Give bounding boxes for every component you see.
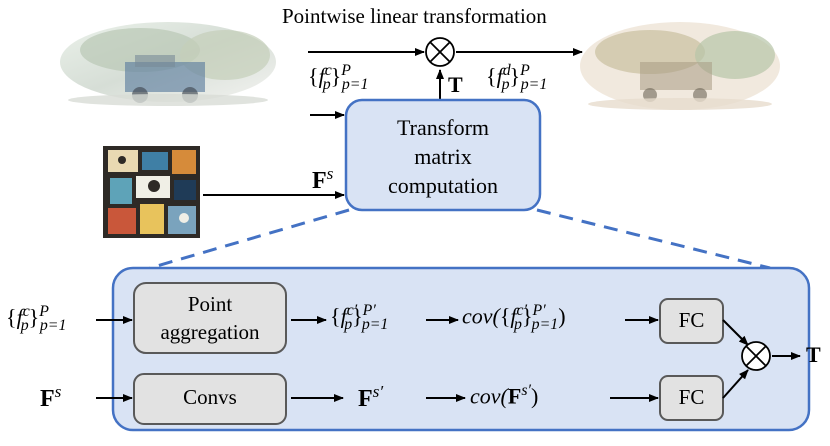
convs-label: Convs — [183, 385, 237, 409]
diagram-title: Pointwise linear transformation — [282, 4, 547, 28]
covariance-style-label: cov(Fs′) — [470, 382, 539, 409]
point-aggregation-label: Point aggregation — [160, 292, 260, 344]
transform-matrix-computation-label: Transform matrix computation — [388, 115, 498, 198]
multiply-node-detail — [741, 341, 771, 371]
input-points-label: {fcp}Pp=1 — [308, 62, 369, 93]
T-label-top: T — [448, 72, 463, 97]
convs-box — [133, 373, 287, 425]
arrow-fc-top-to-multiply — [722, 319, 749, 346]
detail-input-points-label: {fcp}Pp=1 — [6, 303, 67, 334]
fc-label-bottom: FC — [678, 385, 705, 409]
detail-input-style-label: Fs — [40, 382, 62, 412]
arrow-fc-bottom-to-multiply — [722, 369, 749, 399]
point-aggregation-box — [133, 282, 287, 354]
style-feature-label-top: Fs — [312, 164, 334, 194]
multiply-node-top — [425, 37, 455, 67]
output-points-label: {fdp}Pp=1 — [486, 62, 548, 93]
T-output-label: T — [806, 342, 821, 367]
transform-matrix-computation-box — [344, 98, 542, 212]
style-image — [103, 146, 200, 238]
aggregated-points-label: {fc′p}P′p=1 — [330, 302, 389, 333]
conv-features-label: Fs′ — [358, 382, 384, 412]
fc-label-top: FC — [678, 308, 705, 332]
output-point-cloud-image — [580, 22, 780, 110]
covariance-points-label: cov({fc′p}P′p=1) — [462, 302, 566, 333]
zoom-line-right — [536, 208, 771, 270]
input-point-cloud-image — [60, 22, 276, 106]
zoom-line-left — [149, 208, 350, 270]
